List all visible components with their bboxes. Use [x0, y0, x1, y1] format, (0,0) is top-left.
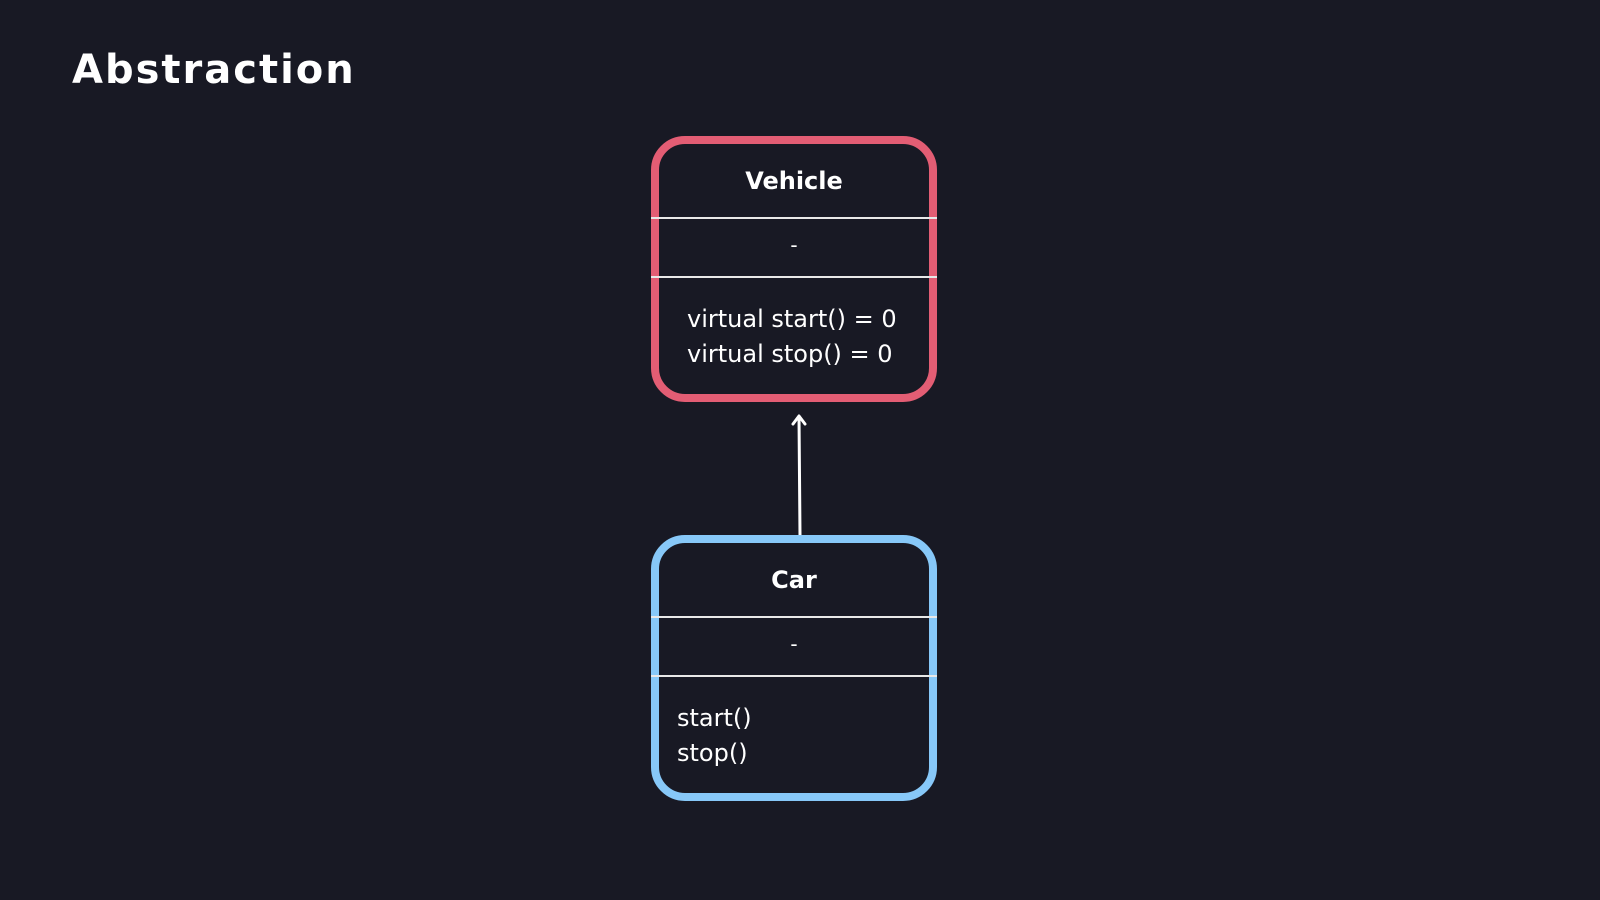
car-class-name: Car: [771, 566, 817, 594]
car-class-box: Car - start() stop(): [651, 535, 937, 801]
inheritance-arrow-line: [797, 415, 802, 537]
car-methods: start() stop(): [677, 701, 752, 771]
vehicle-class-box: Vehicle - virtual start() = 0 virtual st…: [651, 136, 937, 402]
vehicle-name-divider: [651, 217, 937, 219]
car-attributes: -: [790, 632, 798, 656]
page-title: Abstraction: [72, 47, 356, 93]
vehicle-attributes-divider: [651, 276, 937, 278]
vehicle-method-start: virtual start() = 0: [687, 305, 897, 333]
vehicle-method-stop: virtual stop() = 0: [687, 340, 893, 368]
car-attributes-divider: [651, 675, 937, 677]
inheritance-arrow-head: [791, 414, 807, 426]
vehicle-methods: virtual start() = 0 virtual stop() = 0: [687, 302, 897, 372]
car-name-divider: [651, 616, 937, 618]
vehicle-attributes: -: [790, 233, 798, 257]
car-method-start: start(): [677, 704, 752, 732]
car-method-stop: stop(): [677, 739, 748, 767]
vehicle-class-name: Vehicle: [745, 167, 843, 195]
